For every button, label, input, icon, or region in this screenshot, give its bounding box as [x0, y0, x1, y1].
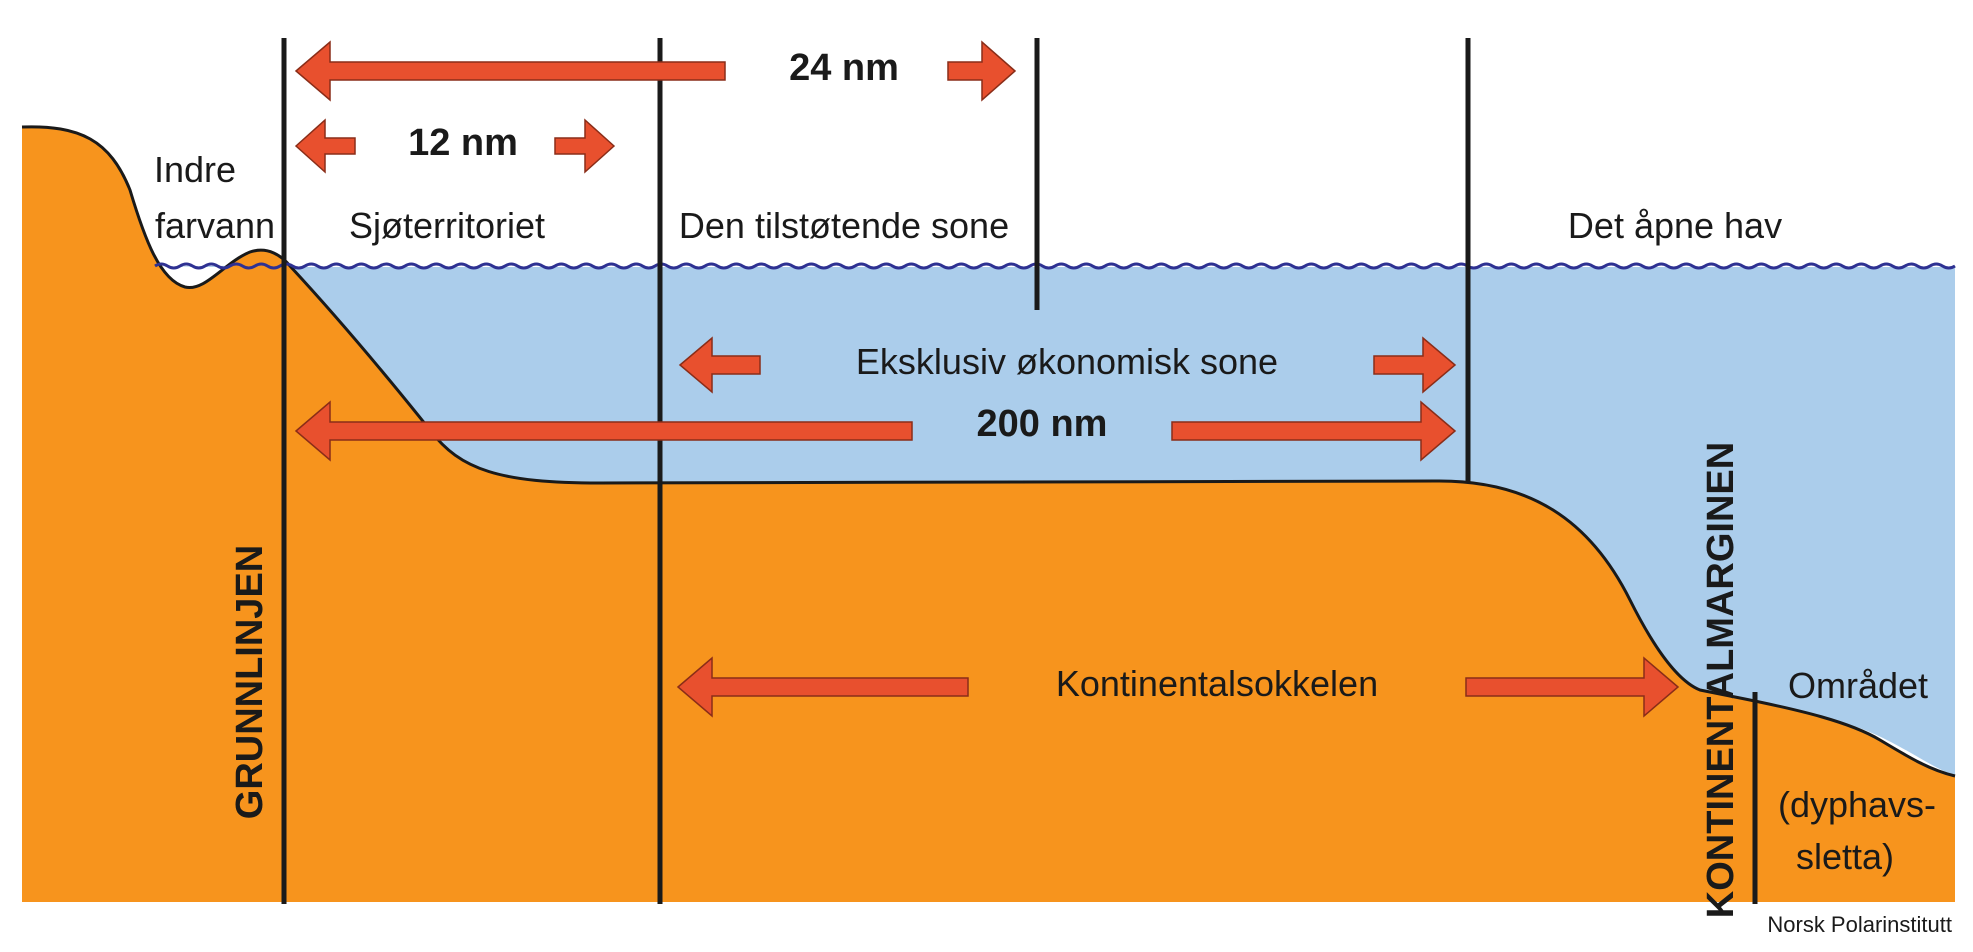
arrow-eez-left: [678, 336, 761, 394]
arrow-12nm-left: [294, 118, 356, 174]
label-kontinentalsokkelen: Kontinentalsokkelen: [1056, 663, 1378, 704]
arrow-24nm-left: [294, 40, 726, 102]
label-12nm: 12 nm: [408, 122, 518, 164]
arrow-24nm-right: [947, 40, 1017, 102]
label-kontinentalmarginen: KONTINENTALMARGINEN: [1700, 442, 1742, 918]
credit-text: Norsk Polarinstitutt: [1767, 912, 1952, 937]
arrow-200nm-left: [294, 400, 913, 462]
land-seabed: [22, 126, 1955, 903]
label-omradet: Området: [1788, 665, 1928, 706]
label-dyphavs-2: sletta): [1796, 836, 1894, 877]
arrow-eez-right: [1373, 336, 1457, 394]
label-tilstotende-sone: Den tilstøtende sone: [679, 205, 1009, 246]
label-indre-farvann-1: Indre: [154, 149, 236, 190]
label-apne-hav: Det åpne hav: [1568, 205, 1782, 246]
sea-area: [150, 265, 1955, 776]
arrow-200nm-right: [1171, 400, 1457, 462]
arrow-shelf-right: [1465, 656, 1680, 718]
seabed-outline: [21, 125, 1956, 778]
label-sjoterritoriet: Sjøterritoriet: [349, 205, 545, 246]
label-dyphavs-1: (dyphavs-: [1778, 784, 1936, 825]
label-200nm: 200 nm: [977, 403, 1108, 445]
label-eksklusiv-okonomisk-sone: Eksklusiv økonomisk sone: [856, 341, 1278, 382]
arrow-shelf-left: [676, 656, 969, 718]
label-24nm: 24 nm: [789, 47, 899, 89]
label-indre-farvann-2: farvann: [155, 205, 275, 246]
label-grunnlinjen: GRUNNLINJEN: [229, 545, 271, 819]
sea-surface-wave: [154, 262, 1956, 270]
arrow-12nm-right: [554, 118, 616, 174]
